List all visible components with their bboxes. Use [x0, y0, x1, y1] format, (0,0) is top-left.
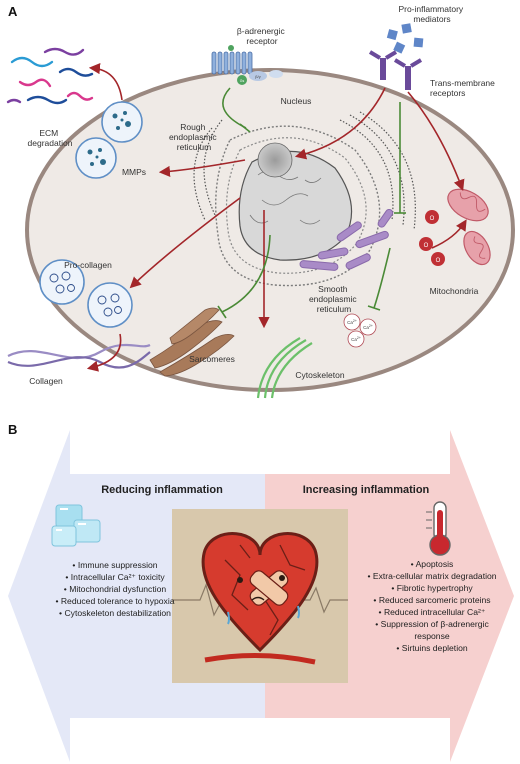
- label-nucleus: Nucleus: [281, 96, 312, 106]
- cytoskeleton-fibers: [256, 337, 313, 399]
- pro-inflammatory-mediators: [386, 23, 424, 54]
- increasing-list: • Apoptosis • Extra-cellular matrix degr…: [367, 559, 496, 653]
- mmp-vesicles: [75, 101, 143, 179]
- svg-text:Ca2+: Ca2+: [351, 336, 361, 342]
- reducing-list: • Immune suppression • Intracellular Ca²…: [55, 560, 174, 618]
- thermometer-icon: [426, 501, 451, 556]
- collagen-fibers: [7, 343, 151, 369]
- label-cytoskeleton: Cytoskeleton: [295, 370, 344, 380]
- label-beta-adrenergic-receptor: β-adrenergic receptor: [237, 26, 287, 46]
- svg-text:O: O: [436, 258, 441, 264]
- label-mitochondria: Mitochondria: [430, 286, 479, 296]
- svg-text:O: O: [430, 216, 435, 222]
- smooth-er: [299, 208, 394, 271]
- label-ecm-degradation: ECM degradation: [28, 128, 73, 148]
- inhibition-arrows: [217, 87, 406, 319]
- label-trans-membrane-receptors: Trans-membrane receptors: [430, 78, 497, 98]
- svg-text:Ca2+: Ca2+: [347, 319, 357, 325]
- broken-heart-image: [172, 509, 348, 683]
- increasing-item: • Reduced sarcomeric proteins: [373, 595, 490, 605]
- reducing-item: • Reduced tolerance to hypoxia: [55, 596, 174, 606]
- label-rough-er: Rough endoplasmic reticulum: [169, 122, 219, 152]
- trans-membrane-receptors: [368, 50, 423, 90]
- ecm-fibers: [6, 47, 94, 105]
- reducing-item: • Mitochondrial dysfunction: [64, 584, 167, 594]
- label-sarcomeres: Sarcomeres: [189, 354, 235, 364]
- panel-b-letter: B: [8, 422, 17, 437]
- reducing-item: • Immune suppression: [72, 560, 157, 570]
- svg-text:β/γ: β/γ: [255, 74, 260, 79]
- increasing-item: • Apoptosis: [411, 559, 454, 569]
- sarcomeres: [149, 307, 235, 377]
- oxygen-molecules: O O O: [419, 210, 445, 266]
- label-pro-collagen: Pro-collagen: [64, 260, 112, 270]
- panel-a-letter: A: [8, 4, 18, 19]
- increasing-item: • Sirtuins depletion: [396, 643, 468, 653]
- reducing-item: • Cytoskeleton destabilization: [59, 608, 171, 618]
- rough-er: [193, 111, 416, 231]
- label-pro-inflammatory-mediators: Pro-inflammatory mediators: [398, 4, 465, 24]
- svg-text:Gs: Gs: [240, 79, 245, 83]
- mitochondria: [447, 188, 491, 266]
- increasing-item: • Suppression of β-adrenergic: [375, 619, 489, 629]
- label-mmps: MMPs: [122, 167, 146, 177]
- reducing-title: Reducing inflammation: [101, 484, 223, 496]
- ice-cubes-icon: [51, 504, 101, 547]
- reducing-item: • Intracellular Ca²⁺ toxicity: [65, 572, 165, 582]
- beta-adrenergic-receptor: Gs β/γ: [211, 45, 283, 85]
- calcium-ions: Ca2+ Ca2+ Ca2+: [343, 313, 377, 348]
- pro-collagen-vesicles: [39, 259, 133, 328]
- increasing-item: • Extra-cellular matrix degradation: [367, 571, 496, 581]
- increasing-title: Increasing inflammation: [303, 484, 430, 496]
- svg-text:O: O: [424, 243, 429, 249]
- label-collagen: Collagen: [29, 376, 63, 386]
- nucleus: [215, 125, 381, 287]
- label-smooth-er: Smooth endoplasmic reticulum: [309, 284, 359, 314]
- increasing-item: • Fibrotic hypertrophy: [391, 583, 473, 593]
- increasing-item: • Reduced intracellular Ca²⁺: [379, 607, 486, 617]
- svg-text:Ca2+: Ca2+: [363, 324, 373, 330]
- increasing-item: response: [414, 631, 450, 641]
